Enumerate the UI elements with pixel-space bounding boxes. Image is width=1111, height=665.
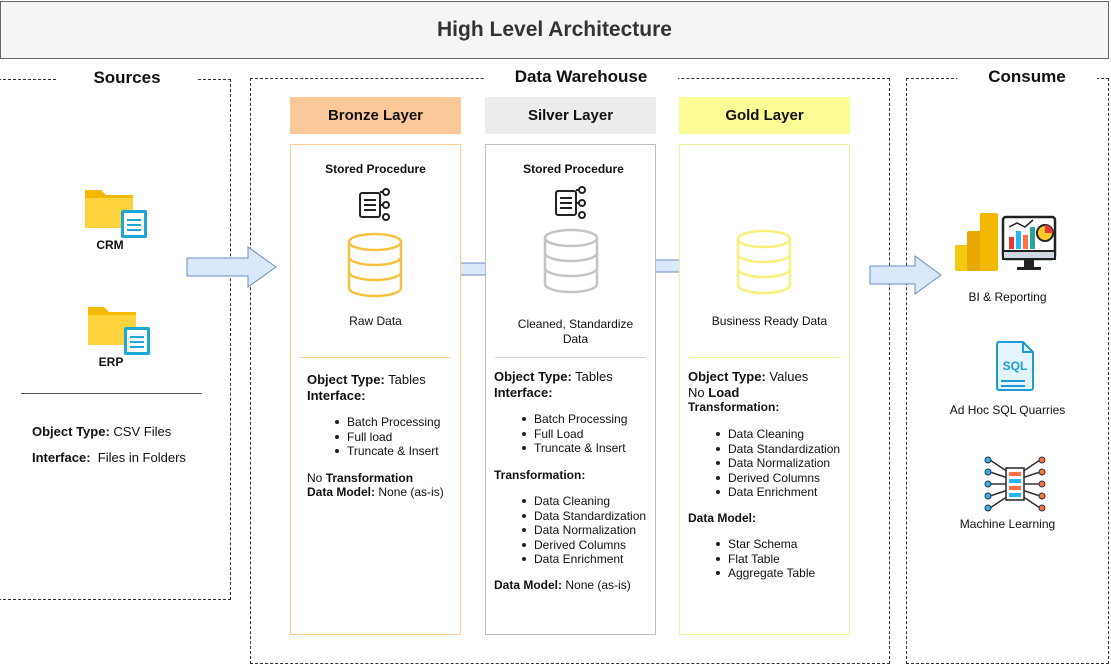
gold-divider [689, 357, 840, 358]
bronze-layer-panel [290, 144, 461, 635]
list-item: Flat Table [714, 552, 849, 567]
gold-no-load: No Load [688, 385, 740, 400]
silver-data-model: Data Model: None (as-is) [494, 578, 631, 592]
list-item: Full load [333, 430, 463, 445]
silver-divider [495, 357, 646, 358]
list-item: Star Schema [714, 537, 849, 552]
list-item: Data Cleaning [714, 427, 849, 442]
sql-file-icon [996, 341, 1034, 391]
silver-db-label: Cleaned, Standardize Data [517, 317, 634, 346]
arrow-sources-to-bronze [186, 246, 277, 288]
bronze-interface-list: Batch Processing Full load Truncate & In… [333, 415, 463, 459]
gold-data-model-list: Star Schema Flat Table Aggregate Table [714, 537, 849, 581]
warehouse-title: Data Warehouse [484, 67, 678, 87]
machine-learning-icon [984, 456, 1046, 512]
bronze-interface-label: Interface: [307, 388, 366, 403]
list-item: Data Enrichment [520, 552, 655, 567]
list-item: Data Normalization [520, 523, 655, 538]
silver-interface-label: Interface: [494, 385, 553, 400]
erp-label: ERP [98, 355, 124, 369]
list-item: Data Enrichment [714, 485, 849, 500]
gold-data-model-label: Data Model: [688, 511, 757, 525]
arrow-gold-to-consume [869, 255, 942, 295]
bi-reporting-icon [955, 213, 1057, 271]
gold-transformation-label: Transformation: [688, 400, 780, 414]
list-item: Batch Processing [333, 415, 463, 430]
bronze-object-type: Object Type: Tables [307, 372, 426, 387]
gold-object-type: Object Type: Values [688, 369, 809, 384]
list-item: Derived Columns [714, 471, 849, 486]
page-title: High Level Architecture [0, 1, 1109, 59]
list-item: Truncate & Insert [520, 441, 655, 456]
sources-interface: Interface: Files in Folders [32, 450, 186, 465]
bronze-database-icon [347, 232, 403, 298]
gold-layer-panel [679, 144, 850, 635]
sources-object-type: Object Type: CSV Files [32, 424, 172, 439]
gold-database-icon [736, 229, 792, 295]
bronze-db-label: Raw Data [349, 314, 402, 328]
bronze-divider [300, 357, 451, 358]
silver-proc-label: Stored Procedure [523, 162, 624, 176]
bronze-proc-label: Stored Procedure [325, 162, 426, 176]
crm-label: CRM [96, 238, 124, 252]
silver-interface-list: Batch Processing Full Load Truncate & In… [520, 412, 655, 456]
gold-layer-header: Gold Layer [679, 97, 850, 134]
list-item: Data Normalization [714, 456, 849, 471]
sources-title: Sources [58, 68, 196, 88]
silver-database-icon [543, 228, 599, 294]
consume-title: Consume [957, 67, 1097, 87]
list-item: Batch Processing [520, 412, 655, 427]
list-item: Data Cleaning [520, 494, 655, 509]
crm-folder-icon [85, 190, 147, 238]
list-item: Derived Columns [520, 538, 655, 553]
list-item: Full Load [520, 427, 655, 442]
bronze-transformation: No Transformation [307, 471, 414, 485]
list-item: Truncate & Insert [333, 444, 463, 459]
sources-divider [21, 393, 202, 394]
gold-transformation-list: Data Cleaning Data Standardization Data … [714, 427, 849, 500]
silver-transformation-label: Transformation: [494, 468, 586, 482]
silver-transformation-list: Data Cleaning Data Standardization Data … [520, 494, 655, 567]
bronze-data-model: Data Model: None (as-is) [307, 485, 444, 499]
list-item: Data Standardization [714, 442, 849, 457]
silver-object-type: Object Type: Tables [494, 369, 613, 384]
machine-learning-label: Machine Learning [959, 517, 1056, 531]
bi-reporting-label: BI & Reporting [968, 290, 1047, 304]
silver-layer-header: Silver Layer [485, 97, 656, 134]
bronze-procedure-icon [359, 188, 390, 221]
gold-db-label: Business Ready Data [711, 314, 828, 328]
list-item: Data Standardization [520, 509, 655, 524]
list-item: Aggregate Table [714, 566, 849, 581]
erp-folder-icon [88, 307, 150, 355]
bronze-layer-header: Bronze Layer [290, 97, 461, 134]
sql-badge: SQL [1002, 359, 1028, 373]
silver-layer-panel [485, 144, 656, 635]
silver-procedure-icon [555, 186, 586, 219]
ad-hoc-sql-label: Ad Hoc SQL Quarries [949, 403, 1066, 417]
